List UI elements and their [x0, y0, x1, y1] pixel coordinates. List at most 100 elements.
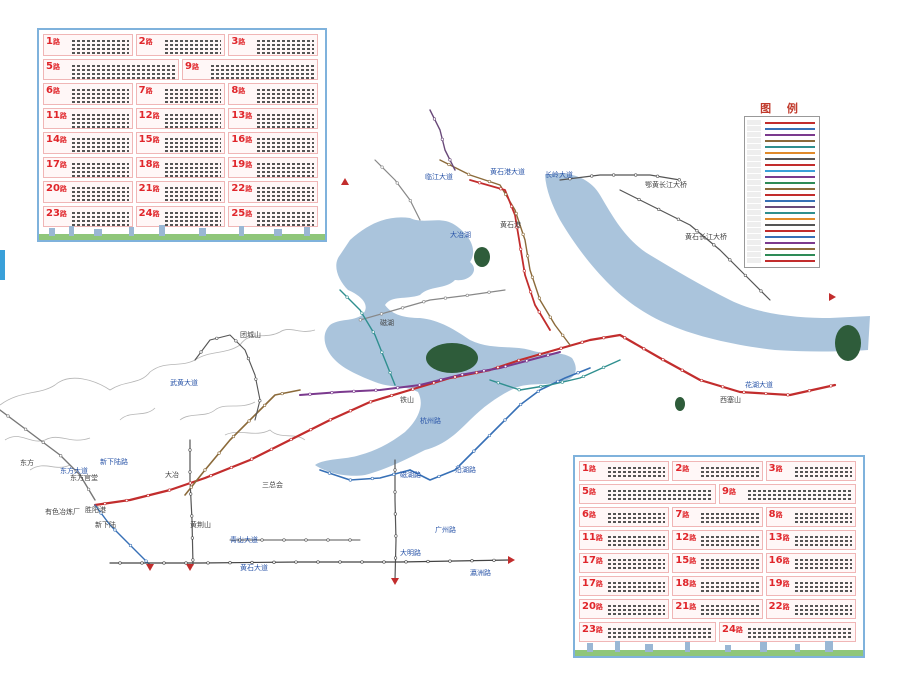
- legend-swatch-label: [747, 132, 761, 137]
- stop-row: [608, 475, 666, 477]
- legend-entry: [747, 126, 817, 131]
- bus-stop-dot: [657, 207, 661, 211]
- stop-row: [608, 582, 666, 584]
- stop-row: [608, 467, 666, 469]
- yangtze-river: [545, 173, 870, 352]
- bus-stop-dot: [496, 365, 500, 369]
- route-number: 22路: [769, 601, 790, 613]
- stop-row: [701, 540, 759, 542]
- route-entry: 23路: [43, 205, 133, 227]
- route-line-south: [189, 439, 194, 566]
- bus-stop-dot: [680, 368, 684, 372]
- route-number-value: 23: [582, 624, 596, 635]
- arrow-marker: [508, 556, 515, 564]
- stop-row: [608, 494, 712, 496]
- route-stop-list: [608, 580, 666, 592]
- stop-row: [257, 40, 314, 42]
- route-number-unit: 路: [152, 136, 160, 144]
- stop-row: [164, 89, 222, 91]
- stop-row: [701, 536, 759, 538]
- stop-row: [701, 475, 759, 477]
- bus-stop-dot: [382, 560, 386, 564]
- route-number-value: 24: [722, 624, 736, 635]
- legend-entry: [747, 204, 817, 209]
- bus-stop-dot: [580, 340, 584, 344]
- stop-row: [794, 563, 852, 565]
- route-stop-list: [164, 161, 222, 177]
- road-label: 新下陆路: [100, 458, 128, 466]
- route-number: 18路: [675, 578, 696, 590]
- route-number-value: 2: [675, 463, 683, 474]
- route-number-value: 21: [138, 183, 153, 194]
- route-entry: 21路: [672, 599, 763, 619]
- road-label: 广州路: [435, 526, 456, 534]
- bus-stop-dot: [380, 350, 384, 354]
- stop-row: [701, 586, 759, 588]
- route-number-value: 12: [138, 109, 153, 121]
- route-number-unit: 路: [588, 465, 596, 473]
- route-stop-list: [608, 511, 666, 523]
- stop-row: [72, 211, 129, 214]
- route-stop-list: [701, 465, 759, 477]
- bus-stop-dot: [167, 488, 172, 492]
- bus-stop-dot: [590, 174, 594, 178]
- stop-row: [748, 494, 852, 496]
- bus-stop-dot: [417, 383, 422, 387]
- legend-swatch-label: [747, 240, 761, 245]
- bus-stop-dot: [140, 561, 144, 565]
- route-line-southeast: [394, 459, 397, 581]
- route-line-west-brown: [184, 389, 301, 496]
- bus-stop-dot: [6, 414, 10, 418]
- route-stop-list: [164, 38, 222, 54]
- road-label: 沿湖路: [455, 466, 476, 474]
- route-number: 23路: [46, 208, 67, 220]
- route-entry: 19路: [228, 156, 318, 178]
- bus-stop-dot: [548, 315, 552, 319]
- page-edge-marker: [0, 250, 5, 280]
- stop-row: [748, 498, 852, 500]
- route-stop-list: [608, 465, 666, 477]
- route-entry: 22路: [228, 181, 318, 203]
- stop-row: [164, 121, 222, 124]
- legend-line-sample: [765, 140, 815, 142]
- route-stop-list: [72, 185, 129, 201]
- bus-stop-dot: [642, 347, 646, 351]
- legend-swatch-label: [747, 168, 761, 173]
- bus-stop-dot: [474, 371, 479, 375]
- route-number-value: 2: [138, 36, 146, 47]
- route-number-unit: 路: [775, 511, 783, 519]
- route-number-value: 22: [768, 601, 783, 612]
- stop-row: [257, 174, 314, 177]
- bus-stop-dot: [487, 433, 492, 438]
- route-number-unit: 路: [782, 603, 790, 611]
- legend-entry: [747, 174, 817, 179]
- legend-entry: [747, 228, 817, 233]
- legend-swatch-label: [747, 150, 761, 155]
- route-stop-list: [701, 511, 759, 523]
- bus-stop-dot: [59, 454, 63, 458]
- stop-row: [164, 93, 222, 95]
- bus-stop-dot: [517, 388, 521, 392]
- stop-row: [608, 632, 712, 634]
- route-number: 6路: [46, 85, 60, 97]
- route-number-value: 3: [768, 463, 776, 474]
- bus-stop-dot: [250, 457, 254, 461]
- route-number-unit: 路: [59, 160, 67, 169]
- route-number: 23路: [582, 624, 603, 636]
- stop-row: [257, 142, 314, 144]
- route-number-unit: 路: [245, 209, 253, 218]
- route-number-unit: 路: [152, 185, 160, 193]
- route-entry: 12路: [135, 107, 226, 129]
- route-number-unit: 路: [245, 185, 253, 193]
- route-number: 2路: [675, 463, 689, 475]
- bus-stop-dot: [492, 558, 496, 562]
- stop-row: [164, 150, 222, 152]
- stop-row: [164, 44, 222, 46]
- stop-row: [257, 48, 314, 50]
- route-entry: 17路: [579, 553, 670, 573]
- legend-swatch-label: [747, 186, 761, 191]
- route-line-red-north: [469, 179, 551, 331]
- route-number-value: 11: [582, 532, 596, 543]
- route-number-unit: 路: [245, 160, 253, 169]
